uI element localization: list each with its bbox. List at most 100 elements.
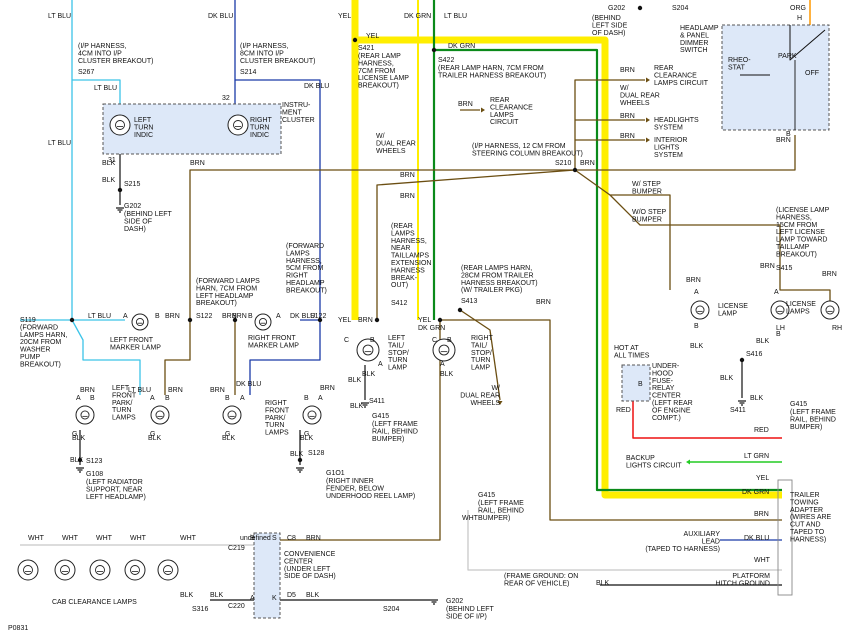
s415-label: S415 (776, 265, 792, 272)
s413-label: S413 (461, 298, 477, 305)
pin-label: A (774, 289, 779, 296)
pin-label: A (318, 395, 323, 402)
wire-color-label: WHT (754, 557, 771, 564)
splice-node (69, 317, 75, 323)
instrument-cluster-box (102, 103, 282, 155)
left-turn-indicator-lamp (109, 114, 131, 136)
wire-dkblu-park (249, 320, 321, 395)
wire-color-label: BLK (102, 177, 116, 184)
pin-32-label: 32 (222, 95, 230, 102)
wire-color-label: YEL (338, 13, 351, 20)
c8-label: C8 (287, 535, 296, 542)
g415-bottom-label: G415 (478, 492, 495, 499)
c220-label: C220 (228, 603, 245, 610)
c219-label: C219 (228, 545, 245, 552)
license-lamp-lh (770, 300, 790, 320)
pin-label: A (150, 395, 155, 402)
arrowhead (646, 77, 650, 83)
wire-color-label: DK GRN (418, 325, 445, 332)
pin-label: G (304, 431, 309, 438)
splice-node (572, 167, 578, 173)
wire-color-label: BLK (750, 395, 764, 402)
pin-label: B (304, 395, 309, 402)
right-front-park-lamp (222, 405, 242, 425)
pin-label: C (432, 337, 437, 344)
g202-left-label: G202 (124, 203, 141, 210)
wire-brn-trailer (440, 319, 782, 521)
wire-color-label: ORG (790, 5, 806, 12)
wire-color-label: LT BLU (48, 13, 71, 20)
s215-label: S215 (124, 181, 140, 188)
fuse-center-box (621, 364, 651, 402)
splice-node (457, 307, 463, 313)
cab-clearance-lamp-4 (124, 559, 146, 581)
pin-label: A (276, 313, 281, 320)
wire-color-label: BLK (348, 377, 362, 384)
wire-dkblu (234, 0, 321, 321)
wire-color-label: DK BLU (304, 83, 329, 90)
wire-color-label: YEL (418, 317, 431, 324)
s416-label: S416 (746, 351, 762, 358)
license-lamp (690, 300, 710, 320)
lamp-filament (135, 317, 145, 327)
wire-color-label: BRN (776, 137, 791, 144)
lamp-filament (695, 305, 705, 315)
wire-color-label: BRN (620, 67, 635, 74)
cab-clearance-lamp-3 (89, 559, 111, 581)
wire-color-label: RED (754, 427, 769, 434)
lamp-filament (307, 410, 317, 420)
s411-left-label: S411 (369, 398, 385, 405)
off-label: OFF (805, 70, 819, 77)
splice-node (437, 317, 443, 323)
s122-right-label: S122 (310, 313, 326, 320)
wire-color-label: WHT (462, 515, 479, 522)
pin-label: A (694, 289, 699, 296)
wire-color-label: BRN (400, 172, 415, 179)
wire-color-label: WHT (96, 535, 113, 542)
g202-top-label: G202 (608, 5, 625, 12)
g101-label: G1O1 (326, 470, 345, 477)
wire-color-label: BRN (822, 271, 837, 278)
arrowhead (481, 107, 485, 113)
wire-color-label: BLK (350, 403, 364, 410)
s214-label: S214 (240, 69, 256, 76)
pin-label: A (378, 361, 383, 368)
wire-ltblu-cluster (72, 79, 121, 105)
arrowhead (646, 117, 650, 123)
wire-color-label: BRN (686, 277, 701, 284)
wire-color-label: BRN (168, 387, 183, 394)
s411-right-label: S411 (730, 407, 746, 414)
lamp-filament (163, 565, 173, 575)
g108-label: G108 (86, 471, 103, 478)
wire-color-label: BLK (290, 451, 304, 458)
lamp-filament (258, 317, 268, 327)
wire-color-label: BLK (180, 592, 194, 599)
arrowhead (497, 401, 503, 405)
g415-right-label: G415 (790, 401, 807, 408)
splice-node (374, 317, 380, 323)
wire-color-label: LT BLU (88, 313, 111, 320)
wire-dkgrn-main (432, 0, 782, 492)
wire-color-label: LT BLU (444, 13, 467, 20)
wire-color-label: BRN (754, 511, 769, 518)
license-lamp-rh (820, 300, 840, 320)
wire-color-label: BLK (440, 371, 454, 378)
wire-color-label: WHT (62, 535, 79, 542)
wire-color-label: BRN (210, 387, 225, 394)
